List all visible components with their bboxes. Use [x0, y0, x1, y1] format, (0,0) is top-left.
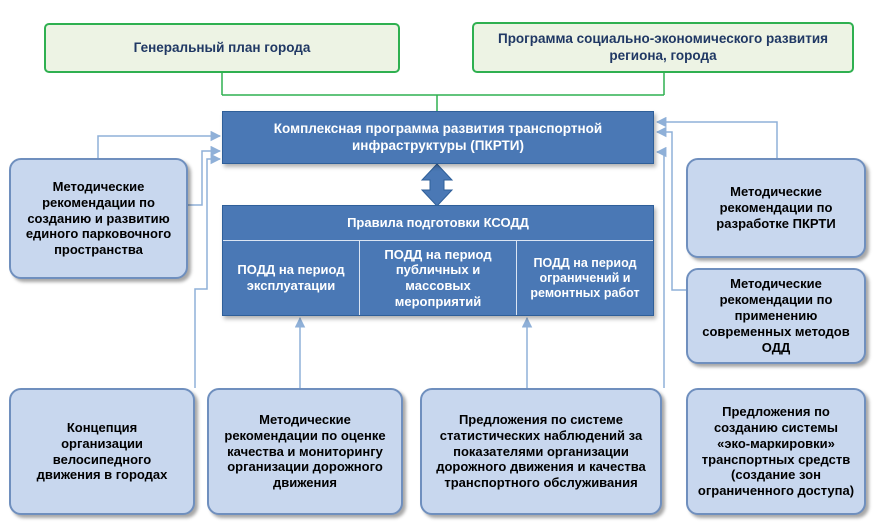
- statistics-proposals-box: Предложения по системе статистических на…: [420, 388, 662, 515]
- socio-economic-program-label: Программа социально-экономического разви…: [497, 31, 828, 63]
- eco-marking-label: Предложения по созданию системы «эко-мар…: [697, 403, 855, 499]
- odd-methods-label: Методические рекомендации по применению …: [702, 276, 850, 355]
- statistics-proposals-label: Предложения по системе статистических на…: [436, 411, 646, 491]
- pkrti-label: Комплексная программа развития транспорт…: [273, 121, 603, 153]
- eco-marking-box: Предложения по созданию системы «эко-мар…: [686, 388, 866, 515]
- quality-monitoring-label: Методические рекомендации по оценке каче…: [224, 411, 386, 491]
- odd-methods-box: Методические рекомендации по применению …: [686, 268, 866, 364]
- ksodd-title: Правила подготовки КСОДД: [347, 215, 529, 231]
- cycling-concept-box: Концепция организации велосипедного движ…: [9, 388, 195, 515]
- ksodd-box: Правила подготовки КСОДД ПОДД на период …: [222, 205, 654, 316]
- double-arrow: [420, 163, 454, 207]
- podd-restrictions-cell: ПОДД на период ограничений и ремонтных р…: [516, 240, 653, 315]
- socio-economic-program-box: Программа социально-экономического разви…: [472, 22, 854, 73]
- parking-guidelines-box: Методические рекомендации по созданию и …: [9, 158, 188, 279]
- pkrti-guidelines-box: Методические рекомендации по разработке …: [686, 158, 866, 258]
- quality-monitoring-box: Методические рекомендации по оценке каче…: [207, 388, 403, 515]
- cycling-concept-label: Концепция организации велосипедного движ…: [36, 419, 168, 483]
- city-general-plan-box: Генеральный план города: [44, 23, 400, 73]
- podd-public-events-cell: ПОДД на период публичных и массовых меро…: [359, 240, 516, 315]
- pkrti-guidelines-label: Методические рекомендации по разработке …: [716, 184, 836, 231]
- pkrti-box: Комплексная программа развития транспорт…: [222, 111, 654, 164]
- city-general-plan-label: Генеральный план города: [133, 39, 311, 55]
- podd-operation-cell: ПОДД на период эксплуатации: [223, 240, 359, 315]
- parking-guidelines-label: Методические рекомендации по созданию и …: [25, 178, 172, 258]
